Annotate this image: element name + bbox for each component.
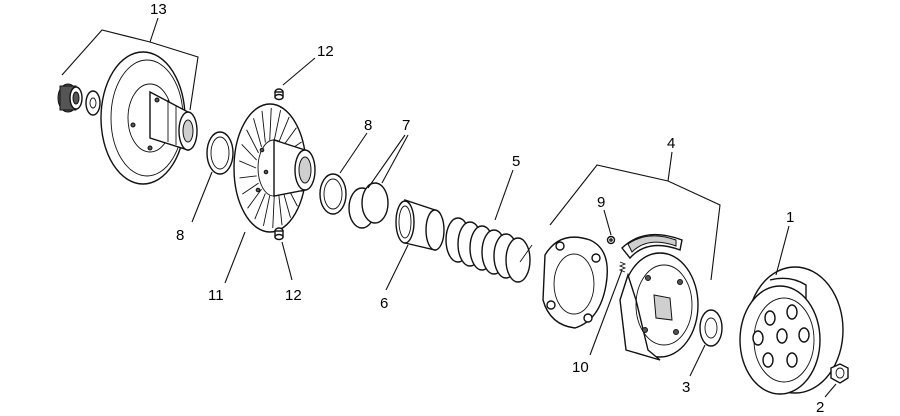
callout-7: 7 bbox=[402, 117, 410, 134]
bell-hole bbox=[786, 352, 798, 368]
callout-4: 4 bbox=[667, 135, 675, 152]
part-6-sleeve bbox=[395, 199, 445, 251]
callout-6: 6 bbox=[380, 295, 388, 312]
fin-line bbox=[273, 109, 282, 141]
fin-line bbox=[242, 182, 259, 195]
pulley-disc-part bbox=[100, 51, 198, 185]
leader-lines bbox=[61, 17, 837, 398]
part-4-clutch-assembly bbox=[542, 233, 699, 361]
fin-line bbox=[254, 193, 266, 220]
callout-8-middle: 8 bbox=[364, 117, 372, 134]
callout-13: 13 bbox=[150, 1, 167, 18]
bell-hole bbox=[776, 328, 788, 344]
callout-labels: 13 12 8 7 5 4 9 1 8 11 12 6 10 3 2 bbox=[150, 1, 824, 416]
part-12-pin-top bbox=[274, 88, 284, 101]
fin-line bbox=[246, 129, 259, 154]
callout-5: 5 bbox=[512, 153, 520, 170]
fin-line bbox=[241, 144, 257, 161]
part-8-oring-left bbox=[206, 131, 234, 175]
part-9-nut bbox=[606, 235, 616, 245]
part-3-washer bbox=[699, 309, 723, 347]
part-10-small-spring bbox=[618, 261, 627, 273]
part-11-movable-half-pulley bbox=[233, 103, 316, 233]
fin-line bbox=[269, 107, 272, 141]
part-13-fixed-half-pulley bbox=[57, 51, 198, 185]
fin-line bbox=[278, 116, 290, 143]
callout-2: 2 bbox=[816, 399, 824, 416]
callout-11: 11 bbox=[208, 287, 224, 304]
washer-part bbox=[85, 90, 101, 116]
needle-bearing-part bbox=[57, 83, 83, 113]
callout-8-left: 8 bbox=[176, 227, 184, 244]
spring-coil bbox=[505, 237, 531, 283]
spring-end bbox=[519, 244, 533, 263]
part-12-pin-bottom bbox=[274, 227, 284, 241]
part-8-oring-middle bbox=[319, 173, 347, 215]
bell-hole bbox=[786, 304, 798, 320]
fin-line bbox=[272, 195, 275, 229]
fin-line bbox=[253, 118, 262, 147]
fin-line bbox=[239, 160, 257, 169]
callout-12-top: 12 bbox=[317, 43, 334, 60]
fin-line bbox=[261, 110, 266, 143]
callout-3: 3 bbox=[682, 379, 690, 396]
fin-line bbox=[239, 175, 257, 179]
bell-hole bbox=[762, 352, 774, 368]
callout-12-bottom: 12 bbox=[285, 287, 302, 304]
fin-line bbox=[262, 195, 271, 227]
part-7-seal-rings bbox=[348, 182, 389, 229]
callout-9: 9 bbox=[597, 194, 605, 211]
part-1-clutch-bell bbox=[739, 266, 844, 395]
fin-line bbox=[278, 193, 283, 226]
callout-10: 10 bbox=[572, 359, 589, 376]
bell-hole bbox=[798, 327, 810, 343]
part-5-spring bbox=[445, 217, 533, 283]
callout-1: 1 bbox=[786, 209, 794, 226]
bell-hole bbox=[764, 310, 776, 326]
bell-holes bbox=[752, 304, 810, 368]
part-2-nut bbox=[830, 363, 849, 384]
fin-line bbox=[247, 188, 262, 209]
bell-hole bbox=[752, 330, 764, 346]
